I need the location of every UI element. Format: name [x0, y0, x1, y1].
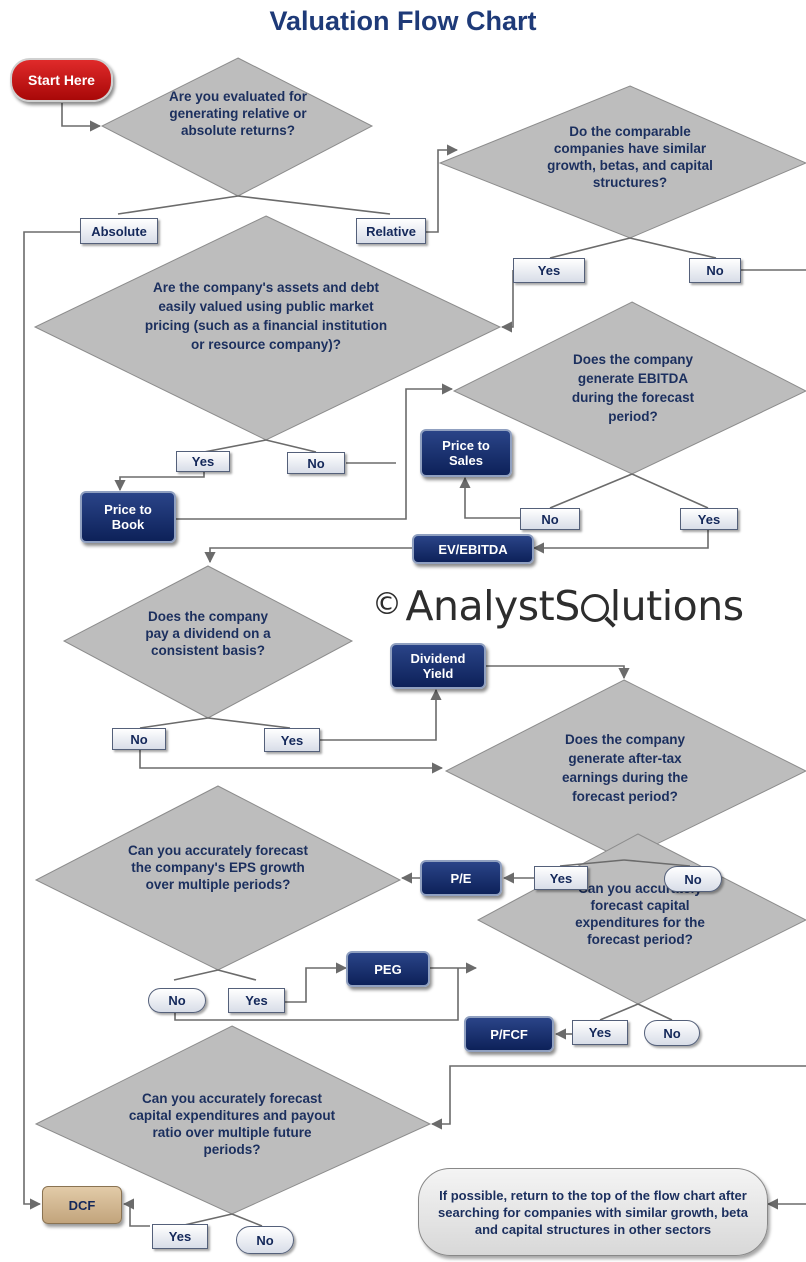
- start-here-node: Start Here: [10, 58, 113, 102]
- answer-q6-yes: Yes: [534, 866, 588, 890]
- answer-q8-no: No: [644, 1020, 700, 1046]
- question-q5-text: Does the company pay a dividend on a con…: [145, 609, 271, 658]
- connector-q3-yes: [203, 439, 267, 453]
- metric-pe: P/E: [420, 860, 502, 896]
- connector-q4-no: [549, 473, 633, 509]
- connector-q6-no: [623, 859, 691, 867]
- answer-relative: Relative: [356, 218, 426, 244]
- connector-yes-pb: [114, 471, 205, 492]
- copyright-symbol: ©: [372, 587, 402, 622]
- metric-dividend-yield: Dividend Yield: [390, 643, 486, 689]
- watermark-text-end: lutions: [609, 582, 744, 630]
- answer-absolute: Absolute: [80, 218, 158, 244]
- answer-q3-no: No: [287, 452, 345, 474]
- connector-ev-q5: [204, 547, 412, 564]
- connector-absolute-dcf: [23, 231, 80, 1210]
- connector-q1-relative: [237, 195, 391, 215]
- connector-pb-q4: [176, 383, 454, 520]
- connector-q8-yes: [599, 1003, 639, 1021]
- analystsolutions-watermark: ©AnalystS lutions: [372, 582, 744, 630]
- answer-q7-no: No: [148, 988, 206, 1013]
- connector-dy-q6: [486, 665, 630, 680]
- question-q6-text: Does the company generate after-tax earn…: [561, 732, 688, 804]
- answer-q2-no: No: [689, 258, 741, 283]
- answer-q9-no: No: [236, 1226, 294, 1254]
- answer-q4-yes: Yes: [680, 508, 738, 530]
- connector-start-q1: [61, 103, 102, 132]
- connector-yes-q3: [500, 270, 514, 333]
- question-q4-text: Does the company generate EBITDA during …: [571, 352, 695, 424]
- metric-price-to-sales: Price to Sales: [420, 429, 512, 477]
- metric-price-to-book: Price to Book: [80, 491, 176, 543]
- answer-q5-yes: Yes: [264, 728, 320, 752]
- connector-q1-absolute: [117, 195, 239, 215]
- metric-peg: PEG: [346, 951, 430, 987]
- connector-pfcf-q9: [430, 1065, 806, 1130]
- question-q2-text: Do the comparable companies have similar…: [547, 124, 713, 190]
- answer-q9-yes: Yes: [152, 1224, 208, 1249]
- question-q9-text: Can you accurately forecast capital expe…: [128, 1091, 336, 1157]
- connector-q8-no: [637, 1003, 673, 1021]
- connector-q3-no: [265, 439, 317, 453]
- connector-q5-no: [139, 717, 209, 729]
- metric-ev-ebitda: EV/EBITDA: [412, 534, 534, 564]
- question-q1-text: Are you evaluated for generating relativ…: [168, 89, 308, 138]
- question-q7-text: Can you accurately forecast the company'…: [127, 843, 309, 892]
- connector-q6-yes: [559, 859, 625, 867]
- final-note: If possible, return to the top of the fl…: [418, 1168, 768, 1256]
- watermark-text-start: AnalystS: [405, 582, 581, 630]
- connector-no-q8: [174, 968, 459, 1021]
- connector-q9-no: [231, 1213, 263, 1227]
- connector-q2-no: [629, 237, 717, 259]
- answer-q5-no: No: [112, 728, 166, 750]
- connector-yes-peg: [285, 962, 348, 1003]
- answer-q6-no: No: [664, 866, 722, 892]
- connector-q5-yes: [207, 717, 291, 729]
- metric-pfcf: P/FCF: [464, 1016, 554, 1052]
- chart-title: Valuation Flow Chart: [269, 6, 537, 36]
- answer-q2-yes: Yes: [513, 258, 585, 283]
- connector-no-ps: [459, 476, 520, 519]
- connector-yes-ev: [532, 530, 709, 554]
- connector-no-q6: [139, 750, 444, 774]
- metric-dcf: DCF: [42, 1186, 122, 1224]
- connector-relative-q2: [426, 144, 459, 233]
- connector-yes-dy: [320, 688, 442, 741]
- answer-q3-yes: Yes: [176, 451, 230, 472]
- answer-q7-yes: Yes: [228, 988, 285, 1013]
- answer-q4-no: No: [520, 508, 580, 530]
- magnifier-icon: [580, 594, 609, 622]
- answer-q8-yes: Yes: [572, 1020, 628, 1045]
- question-q3-text: Are the company's assets and debt easily…: [144, 280, 388, 352]
- connector-q7-yes: [217, 969, 257, 981]
- connector-q7-no: [173, 969, 219, 981]
- connector-q2-yes: [549, 237, 631, 259]
- connector-q4-yes: [631, 473, 709, 509]
- connector-yes-dcf: [122, 1198, 150, 1227]
